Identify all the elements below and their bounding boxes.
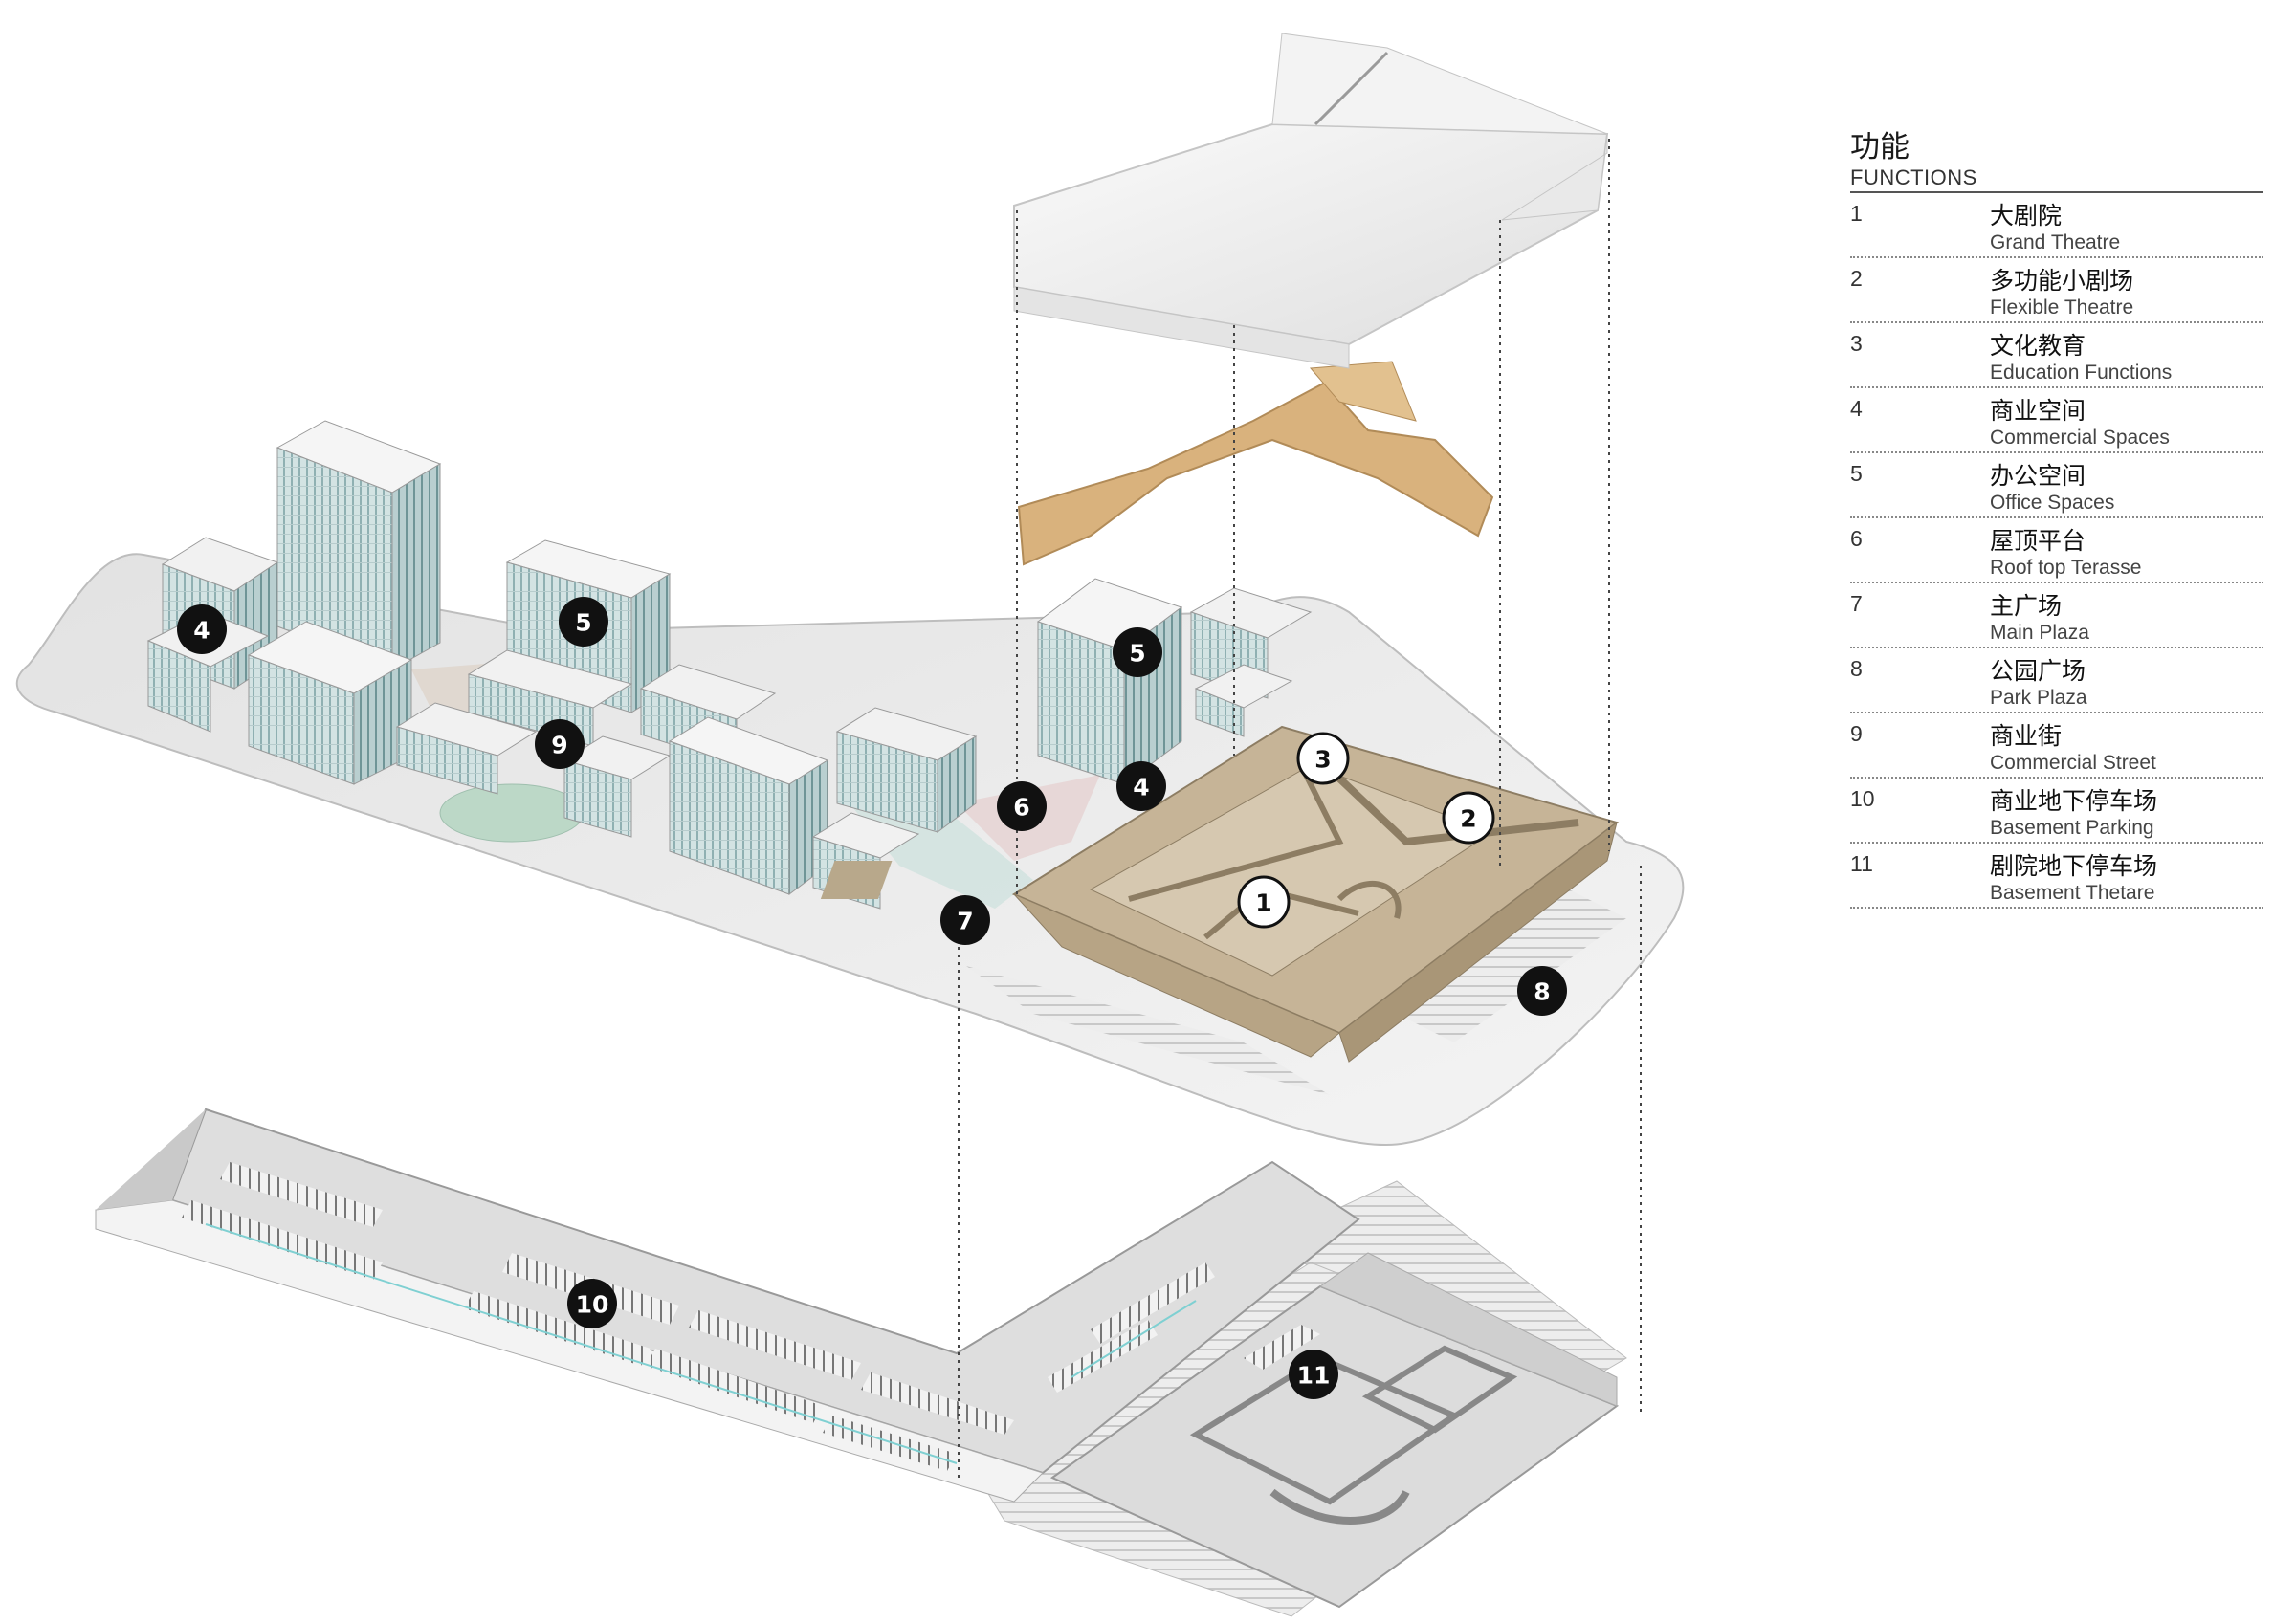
legend-item-cn: 商业街 bbox=[1990, 722, 2063, 751]
legend-item-en: Roof top Terasse bbox=[1990, 557, 2142, 580]
marker-label: 6 bbox=[1013, 794, 1029, 822]
legend-item-number: 4 bbox=[1850, 396, 1863, 422]
legend-item-cn: 商业空间 bbox=[1990, 397, 2086, 426]
legend-item-en: Commercial Street bbox=[1990, 752, 2156, 775]
legend-item-cn: 屋顶平台 bbox=[1990, 527, 2086, 556]
marker-label: 7 bbox=[957, 908, 973, 935]
legend-item-en: Basement Parking bbox=[1990, 817, 2154, 840]
legend-item-cn: 多功能小剧场 bbox=[1990, 267, 2134, 296]
legend-item-number: 6 bbox=[1850, 526, 1863, 552]
marker-10: 10 bbox=[567, 1279, 617, 1328]
legend-item-en: Basement Thetare bbox=[1990, 882, 2155, 905]
marker-label: 9 bbox=[551, 732, 567, 759]
legend-item-cn: 大剧院 bbox=[1990, 202, 2063, 230]
marker-4: 4 bbox=[1116, 761, 1166, 811]
marker-label: 1 bbox=[1255, 889, 1271, 917]
legend-item-number: 9 bbox=[1850, 721, 1863, 747]
marker-label: 8 bbox=[1534, 978, 1550, 1006]
legend-item-number: 2 bbox=[1850, 266, 1863, 292]
legend-item-en: Flexible Theatre bbox=[1990, 296, 2134, 319]
legend-item-en: Grand Theatre bbox=[1990, 231, 2121, 254]
legend-item-cn: 商业地下停车场 bbox=[1990, 787, 2158, 816]
legend-item-number: 5 bbox=[1850, 461, 1863, 487]
legend-title: 功能 bbox=[1850, 130, 1910, 165]
projection-lines bbox=[958, 139, 1642, 1482]
marker-9: 9 bbox=[535, 719, 585, 769]
legend-item-cn: 剧院地下停车场 bbox=[1990, 852, 2158, 881]
marker-5: 5 bbox=[559, 597, 608, 647]
legend-item-number: 11 bbox=[1850, 851, 1873, 877]
marker-6: 6 bbox=[997, 781, 1047, 831]
marker-label: 5 bbox=[1129, 640, 1145, 668]
legend-item-en: Park Plaza bbox=[1990, 687, 2087, 710]
legend-item-number: 8 bbox=[1850, 656, 1863, 682]
legend-item-number: 3 bbox=[1850, 331, 1863, 357]
marker-8: 8 bbox=[1517, 966, 1567, 1016]
legend-item-cn: 主广场 bbox=[1990, 592, 2063, 621]
legend-item-en: Office Spaces bbox=[1990, 492, 2115, 515]
marker-label: 4 bbox=[1133, 774, 1149, 801]
marker-1: 1 bbox=[1237, 875, 1291, 929]
marker-label: 4 bbox=[193, 617, 210, 645]
legend-item-cn: 公园广场 bbox=[1990, 657, 2086, 686]
legend-item-number: 7 bbox=[1850, 591, 1863, 617]
office-towers bbox=[146, 420, 1313, 910]
marker-4: 4 bbox=[177, 604, 227, 654]
legend-item-cn: 办公空间 bbox=[1990, 462, 2086, 491]
basement-level bbox=[95, 1108, 1627, 1617]
legend-item-en: Commercial Spaces bbox=[1990, 427, 2170, 450]
roof-canopy bbox=[1013, 33, 1609, 369]
axonometric-exploded-diagram: 4 5 9 5 4 6 7 3 2 1 8 10 11 bbox=[15, 33, 1685, 1617]
marker-label: 11 bbox=[1297, 1362, 1331, 1390]
marker-7: 7 bbox=[940, 895, 990, 945]
timber-layer bbox=[1017, 361, 1494, 566]
legend-subtitle: FUNCTIONS bbox=[1850, 165, 2263, 194]
marker-label: 5 bbox=[575, 609, 591, 637]
legend-item-en: Main Plaza bbox=[1990, 622, 2089, 645]
marker-label: 2 bbox=[1460, 805, 1476, 833]
function-markers: 4 5 9 5 4 6 7 3 2 1 8 10 11 bbox=[177, 597, 1567, 1399]
legend-item-cn: 文化教育 bbox=[1990, 332, 2086, 361]
legend-item-en: Education Functions bbox=[1990, 362, 2173, 384]
marker-2: 2 bbox=[1442, 791, 1495, 845]
marker-5: 5 bbox=[1113, 627, 1162, 677]
marker-label: 10 bbox=[576, 1291, 609, 1319]
legend-item-number: 10 bbox=[1850, 786, 1875, 812]
marker-label: 3 bbox=[1314, 746, 1331, 774]
marker-3: 3 bbox=[1296, 732, 1350, 785]
marker-11: 11 bbox=[1289, 1350, 1338, 1399]
legend-item-number: 1 bbox=[1850, 201, 1863, 227]
